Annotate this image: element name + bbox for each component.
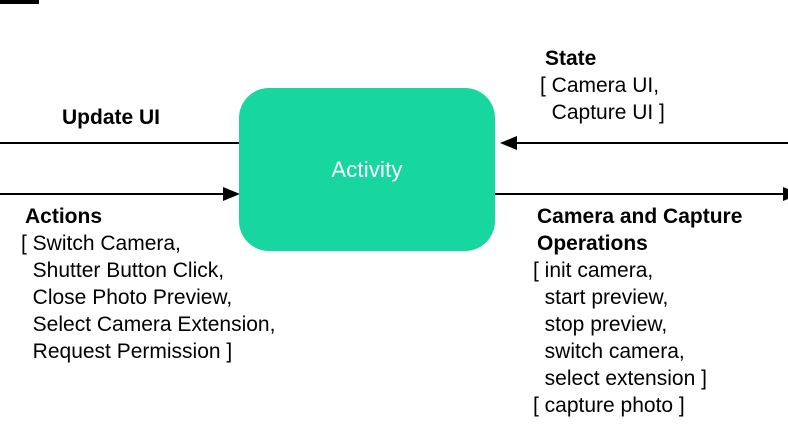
camera-ops-arrow-line — [495, 193, 788, 195]
list-line: stop preview, — [533, 313, 668, 336]
state-list: [ Camera UI, Capture UI ] — [540, 72, 665, 126]
list-line: [ init camera, — [533, 259, 654, 282]
crop-artifact-bar — [0, 0, 39, 4]
list-line: Select Camera Extension, — [21, 313, 276, 336]
actions-arrowhead-icon — [223, 187, 240, 201]
update-ui-arrow-line — [0, 142, 240, 144]
actions-list: [ Switch Camera, Shutter Button Click, C… — [21, 230, 275, 365]
list-line: Camera and Capture — [537, 205, 743, 228]
activity-node-label: Activity — [331, 156, 403, 182]
list-line: [ Camera UI, — [540, 74, 660, 97]
actions-block: Actions [ Switch Camera, Shutter Button … — [21, 203, 275, 365]
list-line: select extension ] — [533, 367, 707, 390]
actions-arrow-line — [0, 193, 226, 195]
list-line: Capture UI ] — [540, 101, 665, 124]
camera-ops-arrowhead-icon — [783, 187, 788, 201]
state-label: State — [545, 47, 597, 70]
update-ui-label: Update UI — [62, 106, 161, 129]
camera-ops-list: [ init camera, start preview, stop previ… — [533, 257, 742, 419]
state-block: State [ Camera UI, Capture UI ] — [540, 45, 665, 126]
list-line: Shutter Button Click, — [21, 259, 225, 282]
list-line: [ Switch Camera, — [21, 232, 181, 255]
activity-node: Activity — [239, 88, 495, 251]
state-arrow-line — [514, 142, 788, 144]
list-line: switch camera, — [533, 340, 685, 363]
list-line: Request Permission ] — [21, 340, 233, 363]
list-line: [ capture photo ] — [533, 394, 685, 417]
actions-label: Actions — [25, 205, 103, 228]
list-line: Operations — [537, 232, 648, 255]
state-arrowhead-icon — [500, 136, 517, 150]
list-line: Close Photo Preview, — [21, 286, 233, 309]
list-line: start preview, — [533, 286, 669, 309]
